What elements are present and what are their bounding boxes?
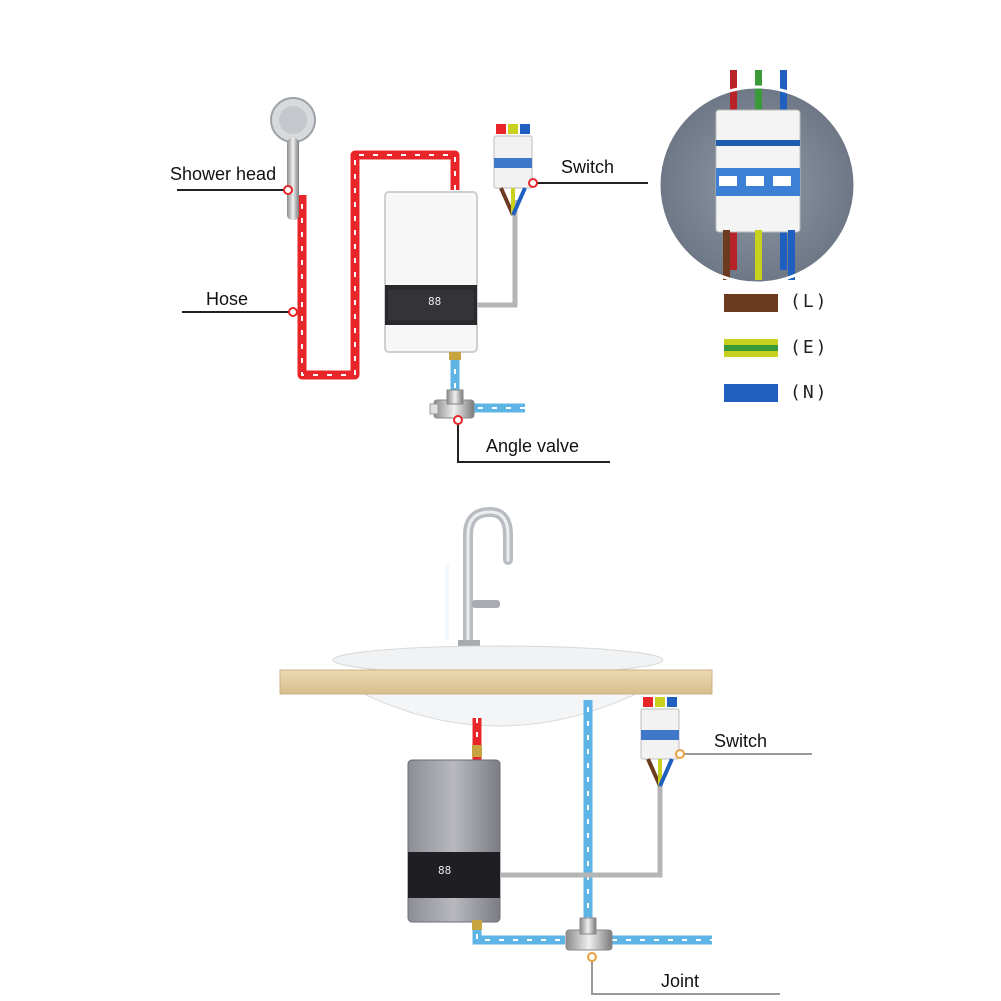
bottom-diagram: 88 [279, 506, 812, 995]
shower-head-image [270, 97, 316, 220]
legend-label-neutral: (N) [790, 382, 829, 403]
power-cable [477, 200, 518, 308]
pointer-rings-top [283, 178, 538, 425]
countertop-image [279, 669, 713, 695]
power-cable-bottom [500, 780, 663, 878]
water-heater-grey: 88 [407, 759, 501, 930]
breaker-switch-small-top [493, 124, 533, 216]
breaker-zoom-circle [657, 70, 857, 285]
wire-legend-swatches [724, 294, 778, 402]
top-diagram: 88 [177, 70, 857, 463]
sink-basin-image [332, 645, 664, 727]
label-angle-valve: Angle valve [486, 436, 580, 456]
leader-lines-bottom [591, 753, 812, 995]
leader-lines-top [177, 182, 648, 463]
joint-fitting-image [565, 917, 613, 951]
water-heater-white: 88 [384, 191, 478, 360]
pointer-rings-bottom [587, 749, 685, 962]
label-shower-head: Shower head [170, 164, 277, 184]
label-joint: Joint [661, 971, 700, 991]
label-hose: Hose [206, 289, 249, 309]
angle-valve-image [429, 389, 475, 419]
legend-label-earth: (E) [790, 337, 829, 358]
heater-display-digits: 88 [428, 295, 441, 308]
label-switch-bottom: Switch [714, 731, 768, 751]
hot-water-pipe [297, 150, 460, 380]
heater-display-digits-bottom: 88 [438, 864, 451, 877]
hot-outlet-pipe [472, 718, 482, 760]
wire-swatch-earth-stripe [724, 345, 778, 351]
wire-swatch-neutral [724, 384, 778, 402]
faucet-image [445, 506, 513, 653]
wire-swatch-live [724, 294, 778, 312]
legend-label-live: (L) [790, 291, 829, 312]
label-switch-top: Switch [561, 157, 615, 177]
breaker-switch-small-bottom [640, 697, 680, 787]
